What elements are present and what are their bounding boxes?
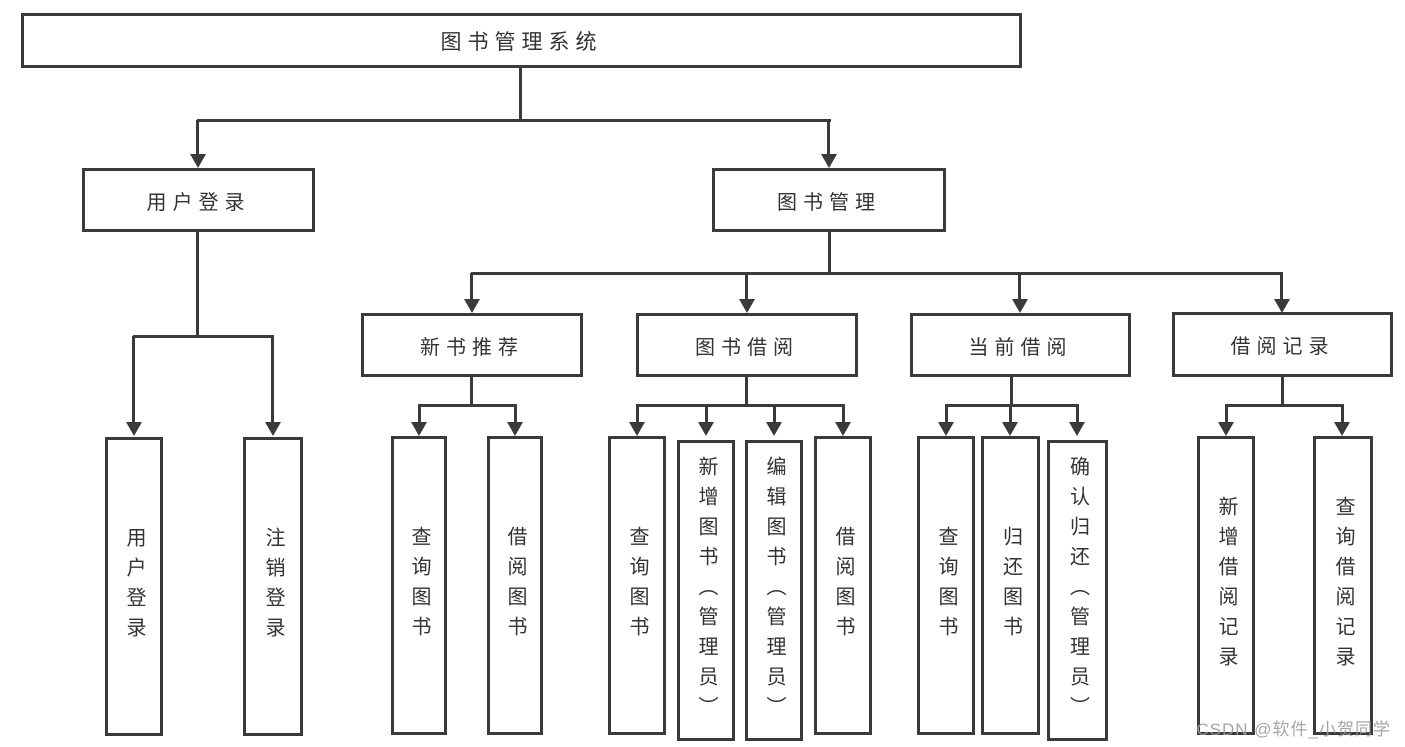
connector-line xyxy=(196,232,199,338)
connector-line xyxy=(519,68,522,122)
connector-line xyxy=(1341,405,1344,424)
leaf-label: 借阅图书 xyxy=(504,525,526,646)
connector-line xyxy=(196,120,199,156)
arrowhead-down xyxy=(464,299,480,313)
arrowhead-down xyxy=(835,422,851,436)
connector-line xyxy=(132,336,135,424)
node-current-borrow: 当前借阅 xyxy=(910,313,1131,377)
node-root: 图书管理系统 xyxy=(21,13,1022,68)
connector-line xyxy=(842,405,845,424)
leaf-query-books-current: 查询图书 xyxy=(917,436,975,735)
connector-line xyxy=(470,376,473,407)
connector-line xyxy=(945,404,1079,407)
arrowhead-down xyxy=(265,422,281,436)
connector-line xyxy=(1018,273,1021,302)
arrowhead-down xyxy=(739,299,755,313)
leaf-return-book: 归还图书 xyxy=(981,436,1040,735)
connector-line xyxy=(271,336,274,424)
arrowhead-down xyxy=(1012,299,1028,313)
node-book-management: 图书管理 xyxy=(712,168,946,232)
leaf-query-books-borrow: 查询图书 xyxy=(608,436,666,735)
leaf-logout: 注销登录 xyxy=(243,437,303,736)
arrowhead-down xyxy=(938,422,954,436)
connector-line xyxy=(514,405,517,424)
connector-line xyxy=(471,272,1283,275)
leaf-label: 注销登录 xyxy=(262,526,284,647)
connector-line xyxy=(1225,404,1344,407)
arrowhead-down xyxy=(411,422,427,436)
connector-line xyxy=(773,405,776,424)
leaf-label: 新增图书（管理员） xyxy=(695,455,717,726)
connector-line xyxy=(1076,405,1079,424)
connector-line xyxy=(197,119,831,122)
leaf-query-books-recommend: 查询图书 xyxy=(391,436,447,735)
leaf-edit-book-admin: 编辑图书（管理员） xyxy=(745,440,803,741)
connector-line xyxy=(745,376,748,407)
leaf-add-book-admin: 新增图书（管理员） xyxy=(677,440,735,741)
arrowhead-down xyxy=(698,422,714,436)
arrowhead-down xyxy=(190,154,206,168)
connector-line xyxy=(1009,405,1012,424)
arrowhead-down xyxy=(629,422,645,436)
arrowhead-down xyxy=(821,154,837,168)
leaf-confirm-return-admin: 确认归还（管理员） xyxy=(1047,440,1108,741)
arrowhead-down xyxy=(1069,422,1085,436)
connector-line xyxy=(705,405,708,424)
leaf-user-login: 用户登录 xyxy=(105,437,163,736)
leaf-label: 新增借阅记录 xyxy=(1215,495,1237,676)
connector-line xyxy=(1225,405,1228,424)
leaf-query-borrow-record: 查询借阅记录 xyxy=(1313,436,1373,735)
node-borrow-records: 借阅记录 xyxy=(1172,312,1393,377)
connector-line xyxy=(636,405,639,424)
leaf-label: 编辑图书（管理员） xyxy=(763,455,785,726)
connector-line xyxy=(828,232,831,275)
leaf-add-borrow-record: 新增借阅记录 xyxy=(1197,436,1255,735)
node-new-book-recommend: 新书推荐 xyxy=(361,313,583,377)
connector-line xyxy=(636,404,845,407)
connector-line xyxy=(945,405,948,424)
connector-line xyxy=(827,120,830,156)
leaf-label: 用户登录 xyxy=(123,526,145,647)
connector-line xyxy=(418,404,517,407)
node-user-login: 用户登录 xyxy=(82,168,315,232)
arrowhead-down xyxy=(126,422,142,436)
connector-line xyxy=(470,273,473,302)
connector-line xyxy=(1280,273,1283,302)
leaf-label: 查询图书 xyxy=(408,525,430,646)
arrowhead-down xyxy=(766,422,782,436)
leaf-label: 确认归还（管理员） xyxy=(1066,455,1089,726)
connector-line xyxy=(1281,377,1284,407)
arrowhead-down xyxy=(1274,299,1290,313)
connector-line xyxy=(1010,376,1013,407)
leaf-label: 查询图书 xyxy=(626,525,648,646)
leaf-label: 查询图书 xyxy=(935,525,957,646)
csdn-watermark: CSDN @软件_小贺同学 xyxy=(1196,720,1391,739)
node-book-borrow: 图书借阅 xyxy=(636,313,858,377)
arrowhead-down xyxy=(1334,422,1350,436)
connector-line xyxy=(745,273,748,302)
connector-line xyxy=(133,335,274,338)
leaf-label: 归还图书 xyxy=(999,525,1022,646)
leaf-borrow-books-recommend: 借阅图书 xyxy=(487,436,543,735)
arrowhead-down xyxy=(1218,422,1234,436)
leaf-label: 借阅图书 xyxy=(832,525,854,646)
leaf-borrow-books-borrow: 借阅图书 xyxy=(814,436,872,735)
arrowhead-down xyxy=(1002,422,1018,436)
connector-line xyxy=(418,405,421,424)
arrowhead-down xyxy=(507,422,523,436)
leaf-label: 查询借阅记录 xyxy=(1332,495,1354,676)
